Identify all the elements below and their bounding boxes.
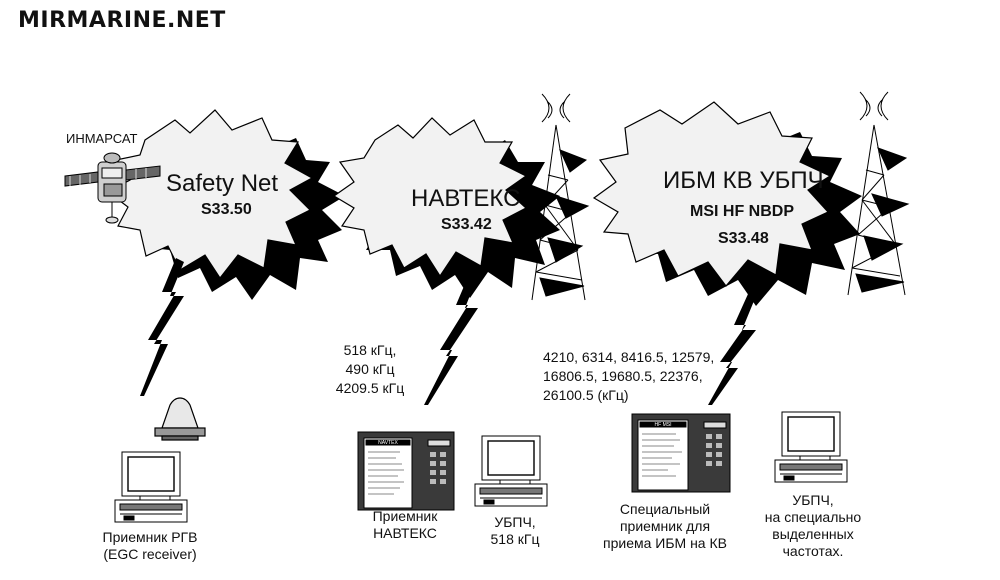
burst-safety-net xyxy=(106,109,345,300)
inmarsat-label: ИНМАРСАТ xyxy=(66,131,138,146)
burst-safety-net-code: S33.50 xyxy=(201,201,252,218)
burst-msi-code: S33.48 xyxy=(718,230,769,247)
egc-receiver-label: Приемник РГВ (EGC receiver) xyxy=(80,529,220,563)
label-line: УБПЧ, xyxy=(494,514,536,530)
hf-freq-line: 4210, 6314, 8416.5, 12579, xyxy=(543,349,715,365)
label-line: НАВТЕКС xyxy=(373,525,437,541)
lightning-bolt-navtex xyxy=(424,272,478,405)
label-line: выделенных xyxy=(772,526,854,542)
lightning-bolts xyxy=(140,258,756,405)
computer-egc xyxy=(114,451,188,523)
burst-msi-hf xyxy=(592,101,862,306)
computer-nbdp-518 xyxy=(474,435,548,507)
label-line: приемник для xyxy=(619,518,711,534)
hf-freq-line: 26100.5 (кГц) xyxy=(543,387,629,403)
burst-navtex-title: НАВТЕКС xyxy=(411,185,521,212)
label-line: Приемник РГВ xyxy=(102,529,198,545)
label-line: (EGC receiver) xyxy=(103,546,197,562)
label-line: Приемник xyxy=(372,508,438,524)
nbdp-hf-label: УБПЧ, на специально выделенных частотах. xyxy=(748,492,878,560)
msi-receiver-brand: HF MSI xyxy=(655,422,672,428)
site-logo: MIRMARINE.NET xyxy=(18,8,226,33)
antenna-tower-right xyxy=(847,91,910,296)
label-line: на специально xyxy=(764,509,862,525)
navtex-frequencies: 518 кГц, 490 кГц 4209.5 кГц xyxy=(320,341,420,398)
label-line: 518 кГц xyxy=(490,531,540,547)
egc-antenna-dome xyxy=(154,397,206,441)
label-line: УБПЧ, xyxy=(792,492,834,508)
navtex-receiver-device xyxy=(357,431,455,511)
navtex-freq-line: 518 кГц, xyxy=(343,342,397,358)
computer-nbdp-hf xyxy=(774,411,848,483)
msi-receiver-device xyxy=(631,413,731,493)
burst-navtex xyxy=(332,117,560,298)
msi-receiver-label: Специальный приемник для приема ИБМ на К… xyxy=(590,501,740,552)
lightning-bolt-safety xyxy=(140,258,184,396)
burst-msi-title: ИБМ КВ УБПЧ xyxy=(663,167,824,194)
navtex-receiver-brand: NAVTEX xyxy=(378,440,398,446)
navtex-freq-line: 4209.5 кГц xyxy=(335,380,405,396)
hf-frequencies: 4210, 6314, 8416.5, 12579, 16806.5, 1968… xyxy=(543,348,714,405)
label-line: частотах. xyxy=(782,543,844,559)
lightning-bolt-msi xyxy=(708,294,756,405)
hf-freq-line: 16806.5, 19680.5, 22376, xyxy=(543,368,703,384)
inmarsat-satellite xyxy=(64,152,161,224)
navtex-freq-line: 490 кГц xyxy=(345,361,395,377)
burst-msi-subtitle: MSI HF NBDP xyxy=(690,203,794,220)
label-line: приема ИБМ на КВ xyxy=(603,535,727,551)
antenna-tower-left xyxy=(531,93,590,301)
nbdp-518-label: УБПЧ, 518 кГц xyxy=(460,514,570,548)
burst-safety-net-title: Safety Net xyxy=(166,170,279,197)
navtex-receiver-label: Приемник НАВТЕКС xyxy=(350,508,460,542)
label-line: Специальный xyxy=(619,501,711,517)
burst-navtex-code: S33.42 xyxy=(441,216,492,233)
